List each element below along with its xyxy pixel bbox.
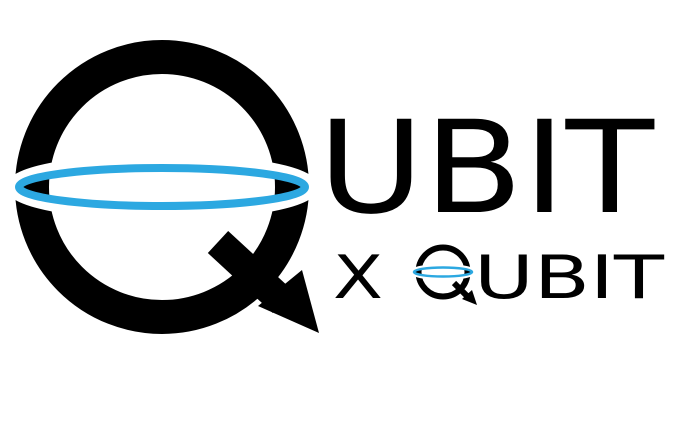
- big-q-orbit-halo: [6, 154, 318, 220]
- brand-word-main: UBIT: [318, 94, 655, 243]
- small-q-arrowhead: [462, 290, 477, 305]
- big-q-ring: [15, 40, 309, 334]
- tagline-x: X: [333, 243, 383, 313]
- tagline-word: UBIT: [474, 243, 664, 313]
- small-q-ring: [415, 244, 471, 300]
- big-q-arrowhead: [258, 270, 319, 333]
- big-q-orbit: [15, 164, 309, 210]
- small-q-orbit-halo: [410, 264, 476, 280]
- big-q-tail: [207, 230, 294, 314]
- small-q-orbit: [412, 266, 474, 278]
